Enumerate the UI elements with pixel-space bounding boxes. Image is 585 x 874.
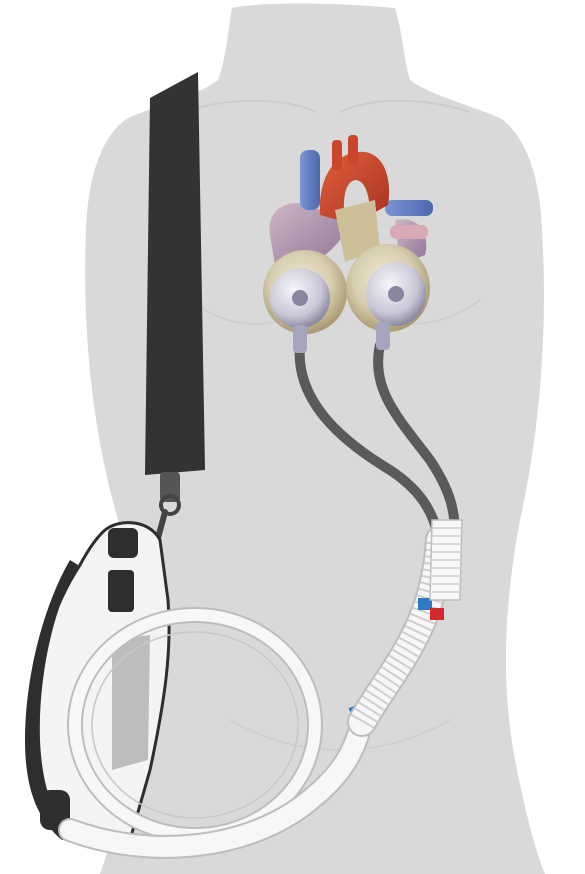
carry-strap (145, 72, 205, 475)
driver-handle-top (108, 528, 138, 558)
right-pump-hub (292, 290, 308, 306)
right-pump-stub (293, 325, 307, 353)
driver-panel (108, 570, 134, 612)
pulmonary-artery-branch (385, 200, 433, 216)
aorta-branch-1 (332, 140, 342, 170)
aorta-branch-2 (348, 135, 358, 165)
pulmonary-vein (390, 225, 428, 239)
left-pump-stub (376, 322, 390, 350)
driver-panel-gray (112, 635, 150, 770)
left-pump-hub (388, 286, 404, 302)
superior-vena-cava (300, 150, 320, 210)
